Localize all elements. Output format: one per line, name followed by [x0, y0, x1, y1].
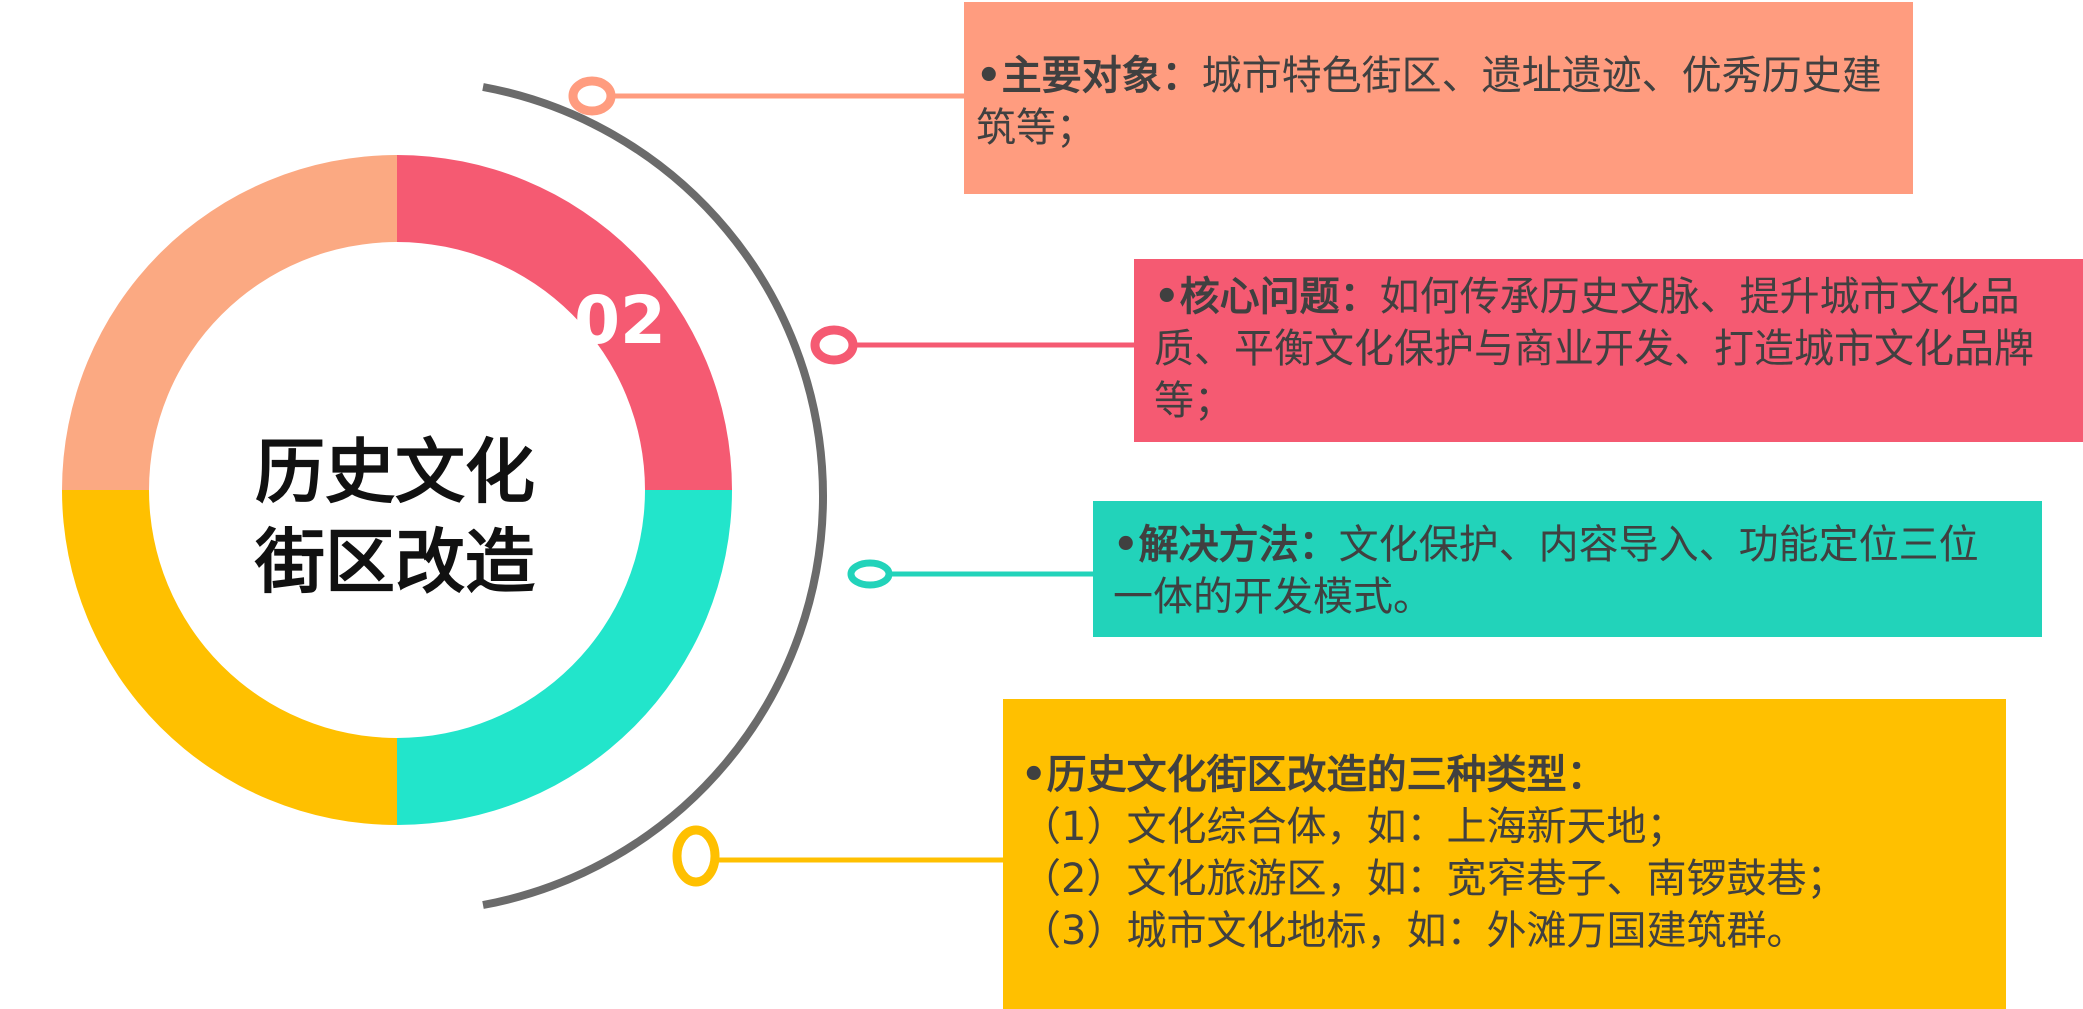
- ring-segment-top-left: [62, 155, 397, 490]
- core-problem-box: •核心问题：如何传承历史文脉、提升城市文化品质、平衡文化保护与商业开发、打造城市…: [1134, 259, 2083, 442]
- ring-segment-bottom-right: [397, 490, 732, 825]
- renovation-type-2: （2）文化旅游区，如：宽窄巷子、南锣鼓巷；: [1021, 856, 1847, 902]
- renovation-type-1: （1）文化综合体，如：上海新天地；: [1021, 804, 1687, 850]
- ring-segment-top-right: [397, 155, 732, 490]
- core-problem-text: 如何传承历史文脉、提升城市文化品质、平衡文化保护与商业开发、打造城市文化品牌等；: [1154, 274, 2034, 424]
- core-problem-label: •核心问题：: [1154, 274, 1380, 320]
- main-objects-label: •主要对象：: [976, 53, 1202, 99]
- solution-label: •解决方法：: [1113, 522, 1339, 568]
- solution-box: •解决方法：文化保护、内容导入、功能定位三位一体的开发模式。: [1093, 501, 2042, 637]
- renovation-types-box: •历史文化街区改造的三种类型： （1）文化综合体，如：上海新天地； （2）文化旅…: [1003, 699, 2006, 1009]
- connector-node-4: [672, 825, 720, 887]
- main-objects-text: 城市特色街区、遗址遗迹、优秀历史建筑等；: [976, 53, 1882, 151]
- connector-node-1: [568, 76, 616, 116]
- solution-text: 文化保护、内容导入、功能定位三位一体的开发模式。: [1113, 522, 1979, 620]
- renovation-types-label: •历史文化街区改造的三种类型：: [1021, 752, 1607, 798]
- center-title: 历史文化 街区改造: [200, 428, 590, 607]
- main-objects-box: •主要对象：城市特色街区、遗址遗迹、优秀历史建筑等；: [964, 2, 1913, 194]
- center-title-line-2: 街区改造: [255, 520, 535, 603]
- center-title-line-1: 历史文化: [255, 431, 535, 513]
- connector-node-2: [810, 325, 858, 365]
- connector-node-3: [847, 559, 893, 589]
- renovation-type-3: （3）城市文化地标，如：外滩万国建筑群。: [1021, 908, 1807, 954]
- outer-arc: [482, 83, 828, 909]
- ring-segment-bottom-left: [62, 490, 397, 825]
- segment-number: 02: [574, 282, 666, 359]
